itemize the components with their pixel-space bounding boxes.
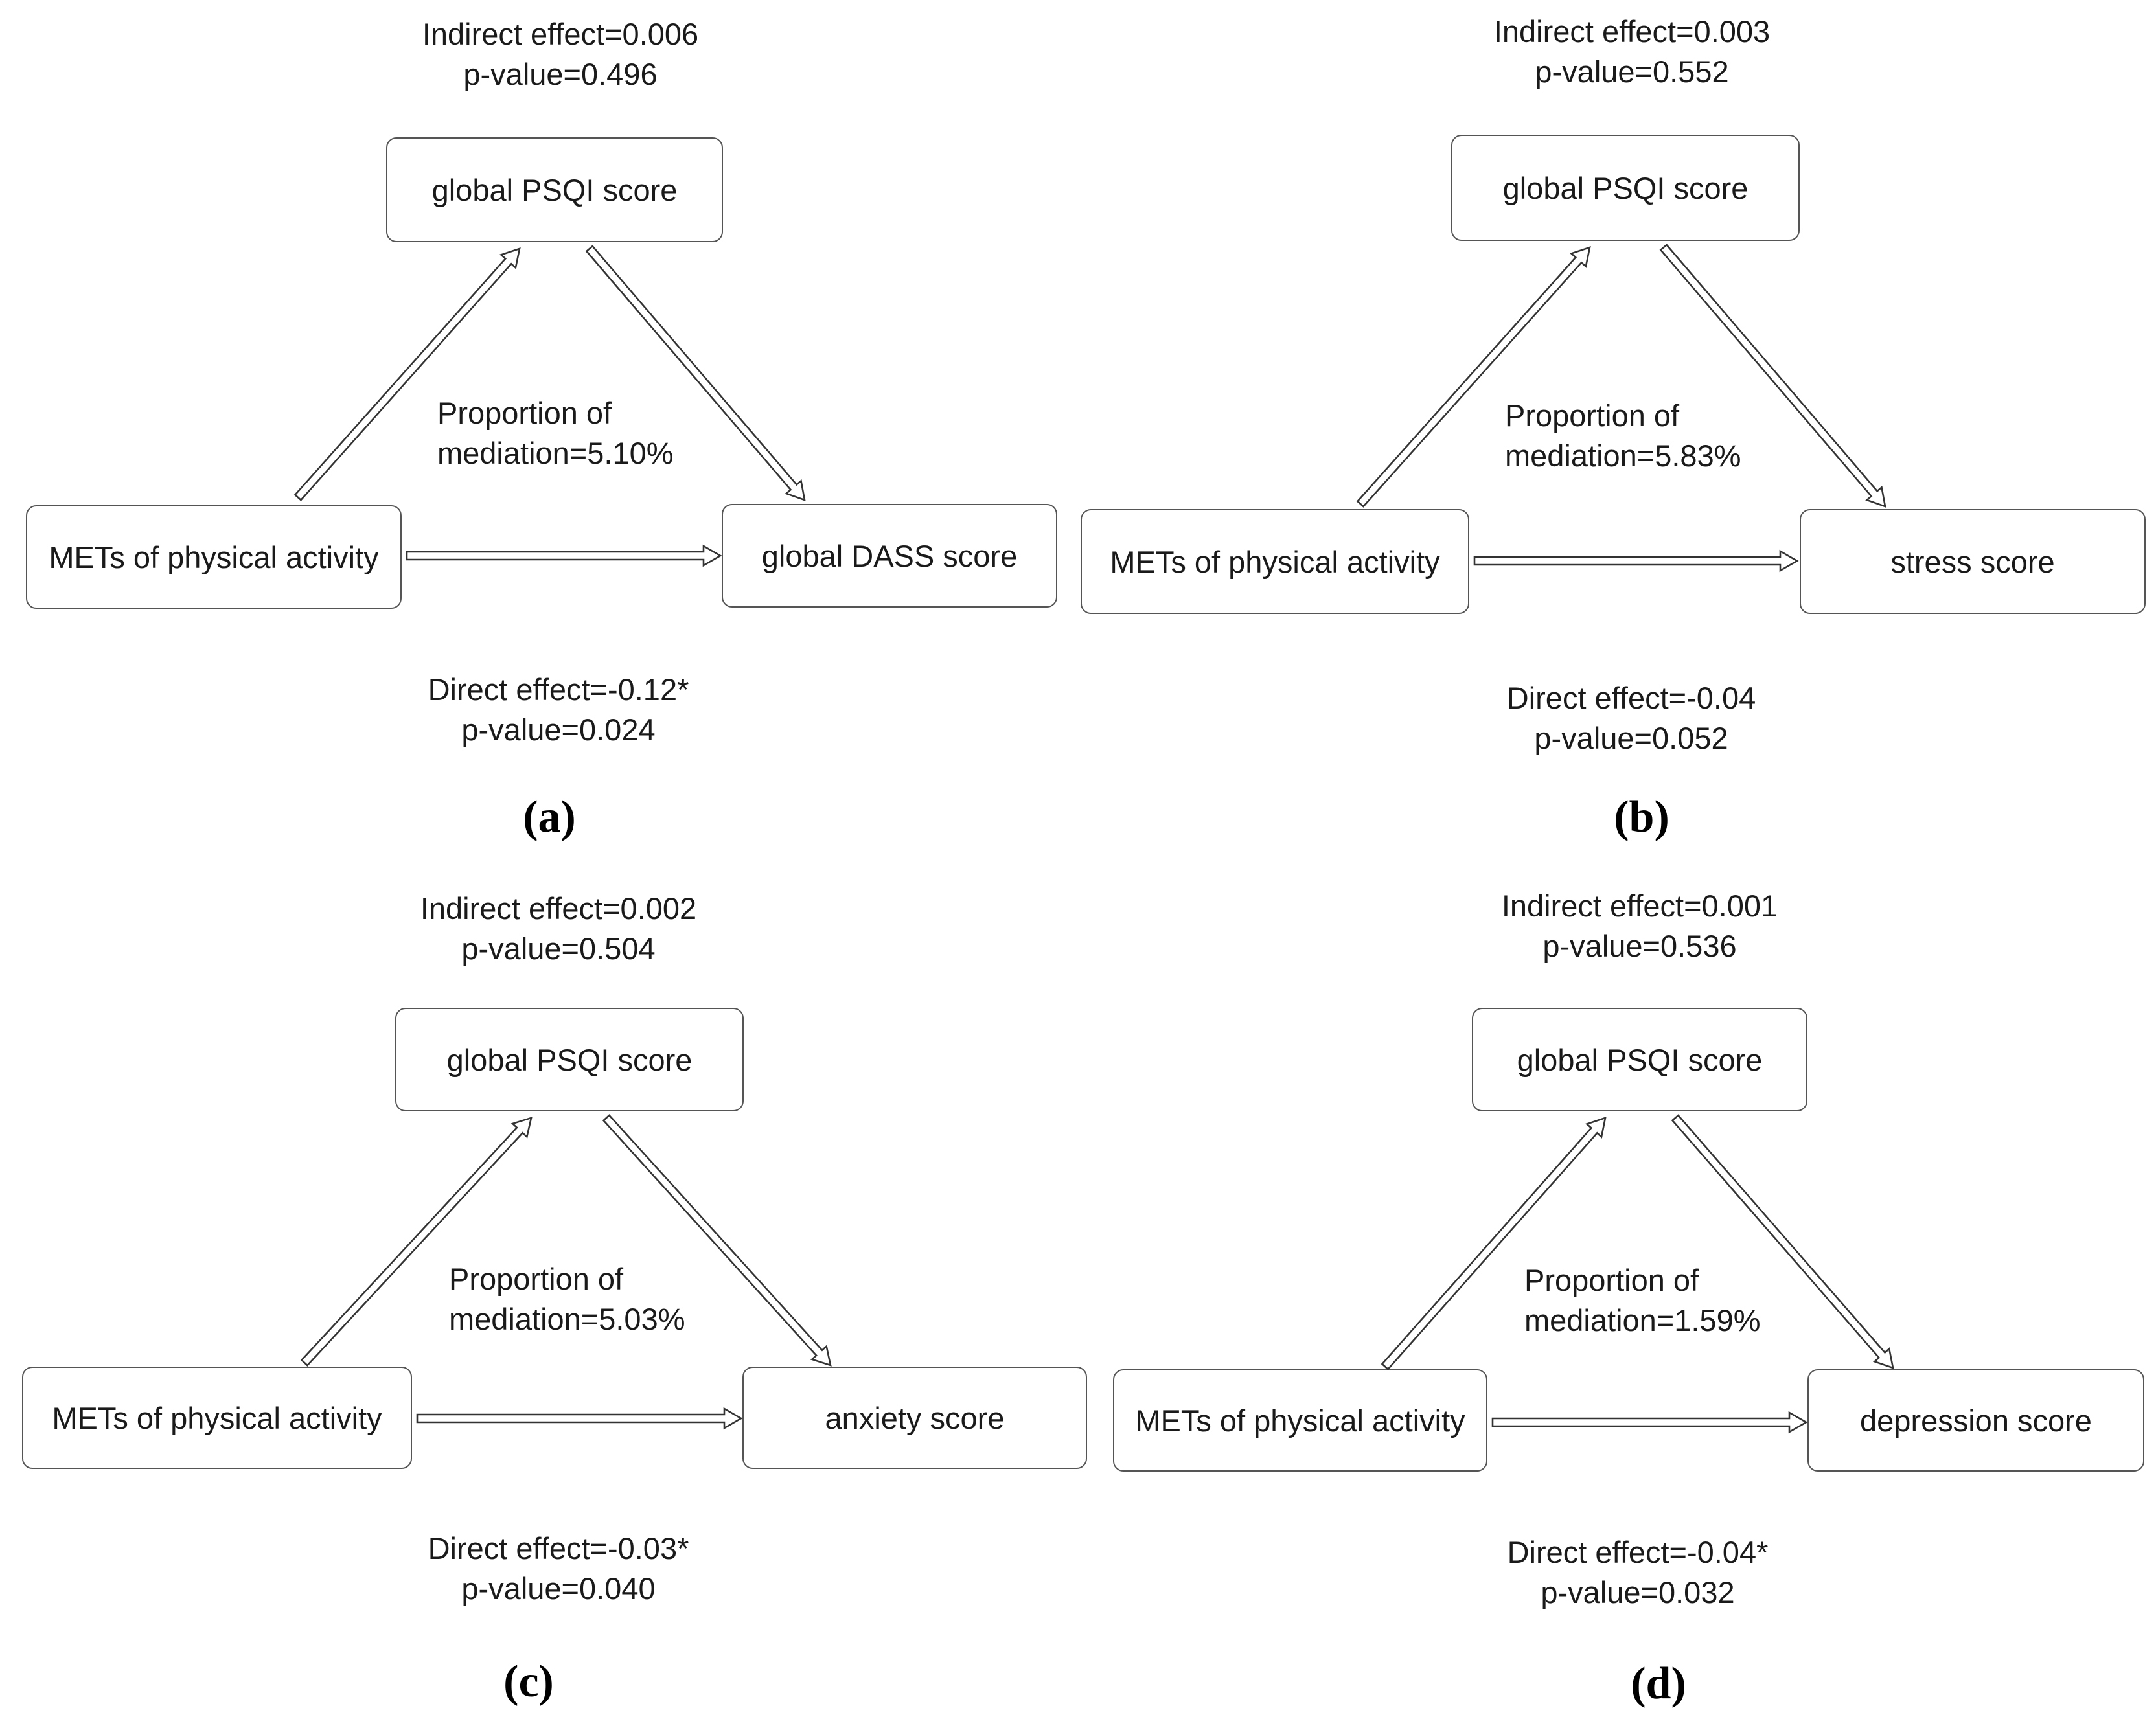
proportion-line-1: Proportion of <box>1505 398 1680 433</box>
outcome-label: stress score <box>1890 544 2055 579</box>
indirect-p-value: p-value=0.536 <box>1542 929 1737 963</box>
proportion-line-2: mediation=5.03% <box>449 1302 685 1336</box>
mediator-box: global PSQI score <box>1451 135 1800 241</box>
predictor-label: METs of physical activity <box>49 540 379 574</box>
arrow-mediator-to-outcome <box>1671 1114 1894 1369</box>
outcome-box: depression score <box>1807 1369 2144 1472</box>
predictor-box: METs of physical activity <box>1081 509 1469 614</box>
indirect-p-value: p-value=0.552 <box>1535 54 1729 89</box>
indirect-effect-value: Indirect effect=0.003 <box>1493 14 1771 49</box>
mediator-box: global PSQI score <box>1472 1008 1807 1111</box>
indirect-p-value: p-value=0.504 <box>461 931 656 966</box>
direct-p-value: p-value=0.040 <box>461 1571 656 1606</box>
panel-label: (b) <box>1614 792 1669 842</box>
direct-effect-label: Direct effect=-0.03* p-value=0.040 <box>428 1529 689 1609</box>
proportion-mediation-label: Proportion of mediation=5.83% <box>1505 396 1741 476</box>
proportion-line-2: mediation=5.10% <box>437 436 674 470</box>
arrow-mediator-to-outcome <box>585 245 806 501</box>
outcome-box: stress score <box>1800 509 2146 614</box>
direct-p-value: p-value=0.024 <box>461 712 656 747</box>
proportion-line-1: Proportion of <box>449 1262 624 1296</box>
arrow-mediator-to-outcome <box>602 1114 832 1367</box>
direct-p-value: p-value=0.032 <box>1541 1575 1735 1609</box>
arrow-group <box>293 244 1894 1434</box>
arrow-predictor-to-outcome <box>1473 549 1799 573</box>
arrow-predictor-to-outcome <box>406 544 722 567</box>
proportion-line-2: mediation=1.59% <box>1524 1303 1761 1337</box>
predictor-box: METs of physical activity <box>26 505 402 609</box>
mediator-label: global PSQI score <box>1502 170 1749 205</box>
predictor-box: METs of physical activity <box>1113 1369 1487 1472</box>
direct-effect-value: Direct effect=-0.12* <box>428 672 689 707</box>
direct-p-value: p-value=0.052 <box>1534 721 1728 755</box>
mediator-label: global PSQI score <box>446 1042 693 1077</box>
outcome-label: depression score <box>1860 1403 2092 1438</box>
indirect-effect-label: Indirect effect=0.003 p-value=0.552 <box>1494 12 1770 92</box>
proportion-mediation-label: Proportion of mediation=5.10% <box>437 393 674 473</box>
arrow-predictor-to-outcome <box>1491 1411 1808 1434</box>
predictor-label: METs of physical activity <box>52 1400 382 1435</box>
outcome-box: anxiety score <box>742 1367 1087 1469</box>
indirect-effect-value: Indirect effect=0.006 <box>422 17 699 51</box>
arrow-predictor-to-mediator <box>1356 246 1591 508</box>
indirect-effect-label: Indirect effect=0.006 p-value=0.496 <box>422 14 698 95</box>
outcome-label: global DASS score <box>761 538 1018 573</box>
indirect-effect-label: Indirect effect=0.001 p-value=0.536 <box>1502 886 1778 966</box>
mediator-box: global PSQI score <box>395 1008 744 1111</box>
direct-effect-value: Direct effect=-0.04 <box>1506 681 1756 715</box>
arrow-mediator-to-outcome <box>1659 244 1886 508</box>
mediator-label: global PSQI score <box>431 172 678 207</box>
arrow-predictor-to-outcome <box>416 1407 743 1430</box>
direct-effect-label: Direct effect=-0.12* p-value=0.024 <box>428 670 689 750</box>
outcome-box: global DASS score <box>722 504 1057 608</box>
direct-effect-value: Direct effect=-0.04* <box>1507 1535 1769 1569</box>
proportion-mediation-label: Proportion of mediation=5.03% <box>449 1259 685 1339</box>
direct-effect-label: Direct effect=-0.04* p-value=0.032 <box>1508 1532 1769 1613</box>
indirect-p-value: p-value=0.496 <box>463 57 658 91</box>
direct-effect-label: Direct effect=-0.04 p-value=0.052 <box>1507 678 1756 758</box>
mediator-label: global PSQI score <box>1517 1042 1763 1077</box>
indirect-effect-label: Indirect effect=0.002 p-value=0.504 <box>420 889 696 969</box>
panel-label: (a) <box>523 792 576 842</box>
proportion-line-1: Proportion of <box>437 396 612 430</box>
proportion-line-1: Proportion of <box>1524 1263 1699 1297</box>
arrow-predictor-to-mediator <box>300 1117 533 1367</box>
panel-label: (c) <box>503 1657 554 1707</box>
outcome-label: anxiety score <box>825 1400 1005 1435</box>
proportion-line-2: mediation=5.83% <box>1505 438 1741 473</box>
predictor-box: METs of physical activity <box>22 1367 412 1469</box>
panel-label: (d) <box>1631 1659 1686 1709</box>
mediator-box: global PSQI score <box>386 137 723 242</box>
proportion-mediation-label: Proportion of mediation=1.59% <box>1524 1260 1761 1341</box>
indirect-effect-value: Indirect effect=0.001 <box>1501 889 1778 923</box>
indirect-effect-value: Indirect effect=0.002 <box>420 891 697 926</box>
direct-effect-value: Direct effect=-0.03* <box>428 1531 689 1565</box>
arrow-predictor-to-mediator <box>1381 1117 1607 1370</box>
arrow-predictor-to-mediator <box>293 247 521 501</box>
predictor-label: METs of physical activity <box>1110 544 1440 579</box>
predictor-label: METs of physical activity <box>1135 1403 1465 1438</box>
